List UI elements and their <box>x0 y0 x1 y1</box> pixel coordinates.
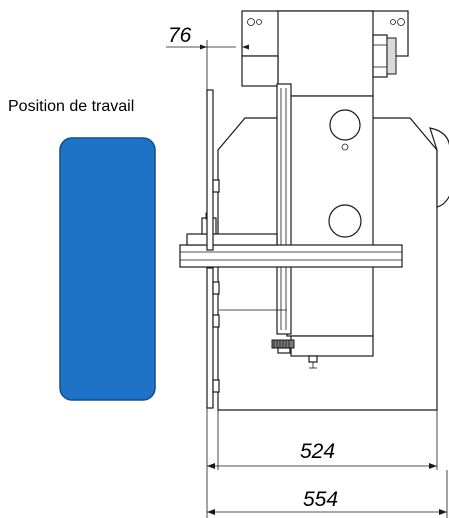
back-plate <box>241 55 279 87</box>
motor-foot <box>290 335 374 357</box>
arrowhead <box>207 463 215 469</box>
arrowhead <box>242 44 249 50</box>
crossbar-ledge <box>186 233 278 246</box>
guide-bar-upper <box>206 89 214 251</box>
upper-tower <box>277 10 374 97</box>
dimension-554-value: 554 <box>303 488 339 511</box>
guide-bar-lower <box>206 267 214 409</box>
motor-port-upper <box>329 109 361 141</box>
motor-port-small <box>341 143 349 151</box>
arrowhead <box>200 44 207 50</box>
bolt-circle-icon <box>247 18 255 26</box>
dimension-76 <box>166 40 249 92</box>
arrowhead <box>429 463 437 469</box>
dimension-554 <box>206 408 448 518</box>
spindle <box>308 355 318 363</box>
dimension-524 <box>207 410 438 470</box>
arrowhead <box>207 509 215 515</box>
side-handle <box>429 127 449 208</box>
connector-plug <box>372 34 388 78</box>
vertical-rail <box>276 83 292 335</box>
bolt-circle-icon <box>390 19 396 25</box>
arrowhead <box>439 509 447 515</box>
work-position-area <box>59 137 156 401</box>
connector-plug-cap <box>386 37 397 75</box>
dimension-524-value: 524 <box>300 440 336 463</box>
bolt-circle-icon <box>397 18 405 26</box>
bolt-circle-icon <box>256 19 262 25</box>
motor-port-lower <box>328 204 362 238</box>
crossbar <box>179 244 403 268</box>
work-position-label: Position de travail <box>8 98 135 115</box>
dimension-76-value: 76 <box>168 24 192 47</box>
